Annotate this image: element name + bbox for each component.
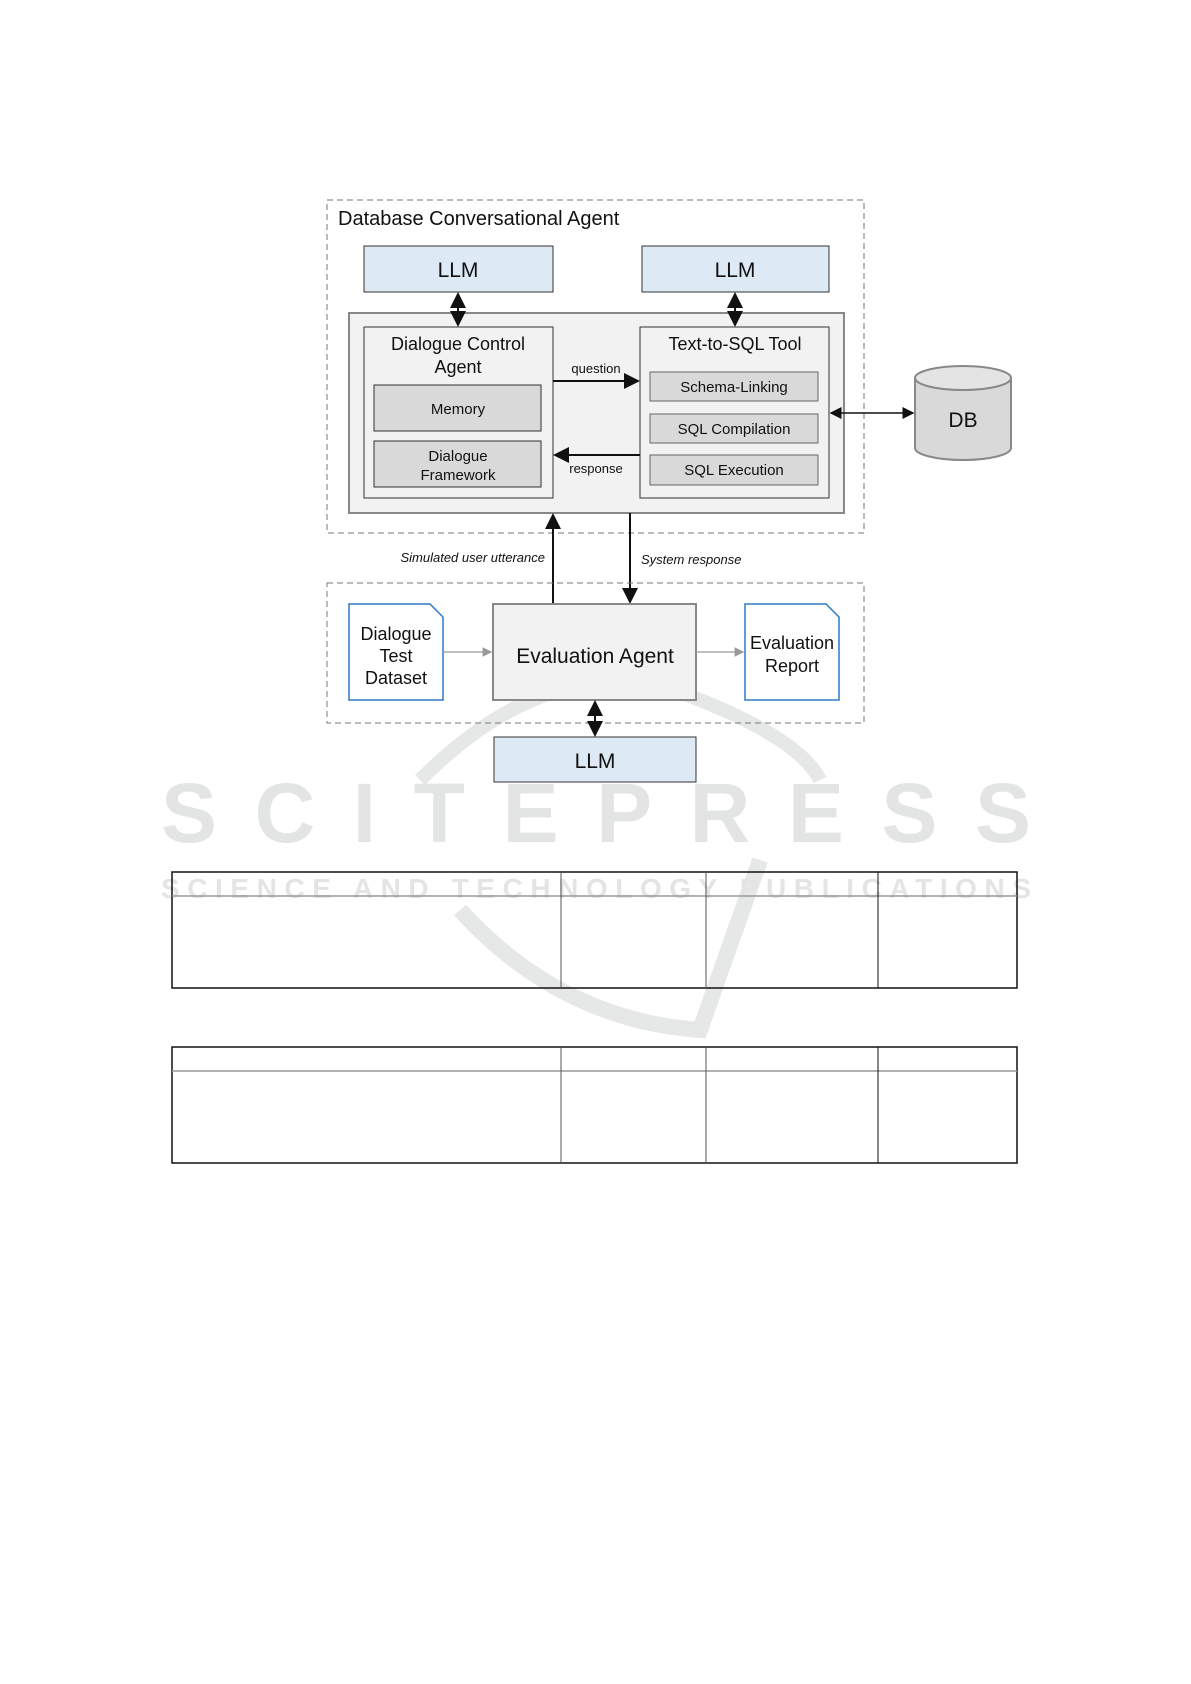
sql-compilation-box: SQL Compilation bbox=[649, 413, 819, 444]
svg-text:Dialogue Control: Dialogue Control bbox=[391, 334, 525, 354]
response-label: response bbox=[569, 461, 622, 476]
svg-text:Report: Report bbox=[765, 656, 819, 676]
table-2 bbox=[171, 1046, 1018, 1164]
schema-linking-box: Schema-Linking bbox=[649, 371, 819, 402]
dialogue-framework-box: Dialogue Framework bbox=[373, 440, 542, 488]
svg-text:Dialogue: Dialogue bbox=[428, 448, 487, 465]
svg-text:SQL Compilation: SQL Compilation bbox=[678, 421, 791, 438]
svg-text:Evaluation: Evaluation bbox=[750, 633, 834, 653]
dca-group-title: Database Conversational Agent bbox=[338, 208, 620, 230]
llm-box-sql: LLM bbox=[641, 245, 830, 293]
watermark-sub: SCIENCE AND TECHNOLOGY PUBLICATIONS bbox=[161, 873, 1031, 904]
svg-text:DB: DB bbox=[948, 409, 977, 432]
sql-execution-box: SQL Execution bbox=[649, 454, 819, 486]
svg-text:LLM: LLM bbox=[438, 259, 479, 282]
svg-text:Evaluation Agent: Evaluation Agent bbox=[516, 645, 674, 668]
evaluation-report-doc: Evaluation Report bbox=[744, 603, 840, 701]
svg-text:Dataset: Dataset bbox=[365, 668, 427, 688]
svg-text:Memory: Memory bbox=[431, 401, 486, 418]
svg-text:Framework: Framework bbox=[420, 467, 496, 484]
simulated-user-utterance-label: Simulated user utterance bbox=[400, 550, 545, 565]
svg-text:LLM: LLM bbox=[715, 259, 756, 282]
svg-text:Text-to-SQL Tool: Text-to-SQL Tool bbox=[668, 334, 801, 354]
svg-text:Dialogue: Dialogue bbox=[360, 624, 431, 644]
llm-box-evaluation: LLM bbox=[493, 736, 697, 783]
llm-box-dialogue: LLM bbox=[363, 245, 554, 293]
dca-group-frame bbox=[326, 199, 865, 534]
svg-text:Schema-Linking: Schema-Linking bbox=[680, 379, 788, 396]
svg-text:SQL Execution: SQL Execution bbox=[684, 462, 784, 479]
db-cylinder: DB bbox=[914, 365, 1012, 461]
table-1 bbox=[171, 871, 1018, 989]
dialogue-test-dataset-doc: Dialogue Test Dataset bbox=[348, 603, 444, 701]
system-response-label: System response bbox=[641, 552, 741, 567]
question-label: question bbox=[571, 361, 620, 376]
svg-text:Test: Test bbox=[379, 646, 412, 666]
memory-box: Memory bbox=[373, 384, 542, 432]
svg-text:LLM: LLM bbox=[575, 750, 616, 773]
evaluation-agent-box: Evaluation Agent bbox=[492, 603, 697, 701]
svg-text:Agent: Agent bbox=[434, 357, 481, 377]
